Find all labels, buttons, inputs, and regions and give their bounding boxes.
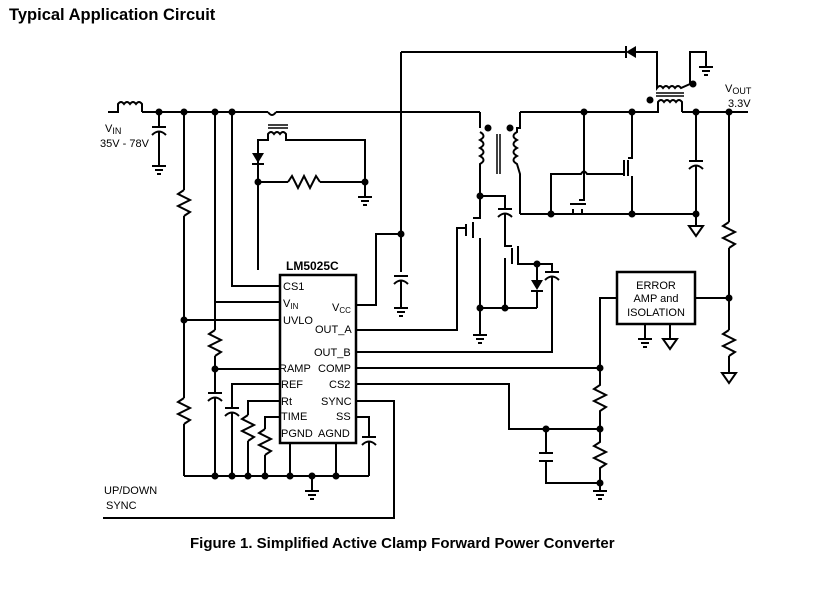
pin-label-time: TIME <box>281 411 307 423</box>
pin-label-uvlo: UVLO <box>283 315 313 327</box>
ground-symbol <box>358 196 372 206</box>
vin-label: VIN <box>105 123 121 136</box>
left-pin-labels: CS1 VIN UVLO RAMP REF Rt TIME PGND <box>279 281 313 440</box>
ground-symbol <box>305 490 319 500</box>
wire-crossover <box>267 111 277 116</box>
vin-range-label: 35V - 78V <box>100 138 150 150</box>
ground-symbol <box>394 307 408 317</box>
cs1-pin-wire <box>231 112 280 287</box>
ref-wire <box>231 383 280 407</box>
pin-label-pgnd: PGND <box>281 428 313 440</box>
ramp-resistor <box>206 329 224 357</box>
rt-wire <box>247 400 280 415</box>
error-amp-label-line2: AMP and <box>633 293 678 305</box>
transformer-core <box>496 134 501 174</box>
output-capacitor <box>688 112 704 226</box>
rt-resistor <box>239 414 257 442</box>
right-pin-labels: VCC OUT_A OUT_B COMP CS2 SYNC SS AGND <box>314 302 352 440</box>
output-coupled-inductor <box>646 51 707 113</box>
pin-label-cs1: CS1 <box>283 281 304 293</box>
section-heading: Typical Application Circuit <box>9 6 216 24</box>
error-amp-label-line3: ISOLATION <box>627 307 685 319</box>
cs2-wire <box>356 383 600 430</box>
ground-symbol <box>699 66 713 76</box>
ground-symbol <box>593 483 607 500</box>
uvlo-resistor-top <box>175 189 193 217</box>
vout-label: VOUT <box>725 83 752 96</box>
clamp-coupling-capacitor <box>356 271 560 353</box>
vcc-wire <box>356 233 401 306</box>
feedback-resistor-bottom <box>720 329 738 357</box>
chip-name: LM5025C <box>286 259 339 273</box>
figure-caption: Figure 1. Simplified Active Clamp Forwar… <box>190 535 615 552</box>
sync-label-line1: UP/DOWN <box>104 485 157 497</box>
ss-capacitor <box>361 436 377 476</box>
comp-resistor-bottom <box>591 429 609 483</box>
vin-pin-wire <box>214 112 280 303</box>
vout-value-label: 3.3V <box>728 98 751 110</box>
clamp-capacitor <box>497 208 513 238</box>
sync-rectifier-mosfet <box>570 203 586 214</box>
pin-label-comp: COMP <box>318 363 351 375</box>
time-resistor <box>256 428 274 456</box>
secondary-winding <box>512 112 521 214</box>
vcc-capacitor <box>393 275 409 307</box>
freewheel-mosfet <box>623 112 633 214</box>
sync-label-line2: SYNC <box>106 500 137 512</box>
ground-triangle <box>687 225 705 238</box>
feedback-resistor-top <box>720 221 738 249</box>
error-amp-block <box>615 270 697 326</box>
pin-label-out-a: OUT_A <box>315 324 352 336</box>
pin-label-agnd: AGND <box>318 428 350 440</box>
lm5025c-chip <box>278 273 358 445</box>
pin-label-vcc: VCC <box>332 302 351 315</box>
ground-triangle <box>661 324 679 351</box>
pin-label-sync: SYNC <box>321 396 352 408</box>
comp-resistor-top <box>591 368 609 429</box>
ground-triangle <box>720 372 738 385</box>
ss-wire <box>356 416 370 436</box>
current-sense-transformer <box>257 124 366 182</box>
pin-label-ref: REF <box>281 379 303 391</box>
pin-label-rt: Rt <box>281 396 292 408</box>
ref-capacitor <box>224 407 240 476</box>
cs2-filter-capacitor <box>539 429 600 484</box>
ground-symbol <box>152 165 166 175</box>
pin-label-cs2: CS2 <box>329 379 350 391</box>
clamp-mosfet <box>504 238 537 308</box>
input-inductor <box>108 101 143 113</box>
pin-label-ramp: RAMP <box>279 363 311 375</box>
pin-label-vin: VIN <box>283 298 299 311</box>
error-amp-label-line1: ERROR <box>636 280 676 292</box>
input-capacitor <box>151 112 167 165</box>
pin-label-ss: SS <box>336 411 351 423</box>
ramp-capacitor <box>207 392 223 476</box>
clamp-diode <box>531 264 543 308</box>
main-mosfet <box>356 196 481 331</box>
diode <box>252 150 264 182</box>
ground-symbol <box>473 334 487 344</box>
sense-resistor <box>287 173 321 191</box>
sync-wire <box>103 400 395 519</box>
ground-symbol <box>638 324 652 348</box>
primary-winding <box>477 131 485 174</box>
uvlo-resistor-bottom <box>175 397 193 425</box>
pin-label-out-b: OUT_B <box>314 347 351 359</box>
time-wire <box>264 416 280 429</box>
bias-diode <box>625 46 636 58</box>
